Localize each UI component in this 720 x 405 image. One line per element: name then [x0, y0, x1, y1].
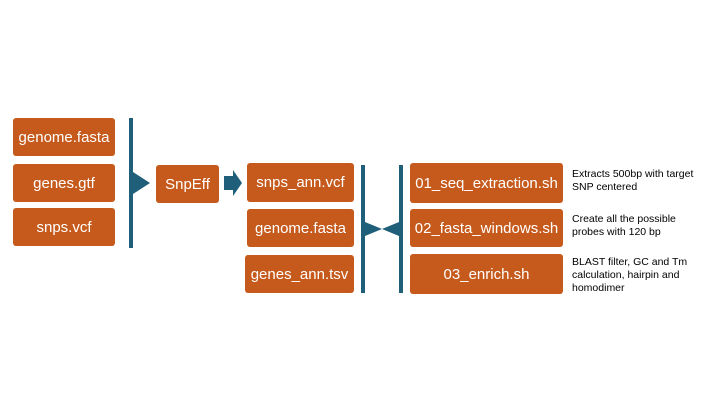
bowtie-connector [365, 222, 399, 236]
note-enrich-line-2: calculation, hairpin and [572, 269, 680, 281]
output-snps-ann-vcf-box: snps_ann.vcf [247, 163, 354, 202]
input-genes-gtf-box: genes.gtf [13, 164, 115, 202]
snpeff-tool-box: SnpEff [156, 165, 219, 203]
note-fasta-windows-line-2: probes with 120 bp [572, 226, 661, 238]
note-seq-extraction-line-2: SNP centered [572, 181, 638, 193]
note-enrich: BLAST filter, GC and Tm calculation, hai… [572, 256, 687, 295]
note-seq-extraction-line-1: Extracts 500bp with target [572, 168, 694, 180]
snpeff-arrow [224, 170, 242, 196]
script-seq-extraction-box: 01_seq_extraction.sh [410, 163, 563, 203]
script-fasta-windows-box: 02_fasta_windows.sh [410, 209, 563, 247]
script-enrich-box: 03_enrich.sh [410, 254, 563, 294]
input-genome-fasta-box: genome.fasta [13, 118, 115, 156]
note-enrich-line-1: BLAST filter, GC and Tm [572, 256, 688, 268]
output-genome-fasta-box: genome.fasta [247, 209, 354, 247]
note-seq-extraction: Extracts 500bp with target SNP centered [572, 168, 693, 194]
output-genes-ann-tsv-box: genes_ann.tsv [245, 255, 354, 293]
note-enrich-line-3: homodimer [572, 282, 625, 294]
input-bracket-arrow [133, 172, 150, 194]
note-fasta-windows: Create all the possible probes with 120 … [572, 213, 676, 239]
note-fasta-windows-line-1: Create all the possible [572, 213, 676, 225]
input-snps-vcf-box: snps.vcf [13, 208, 115, 246]
